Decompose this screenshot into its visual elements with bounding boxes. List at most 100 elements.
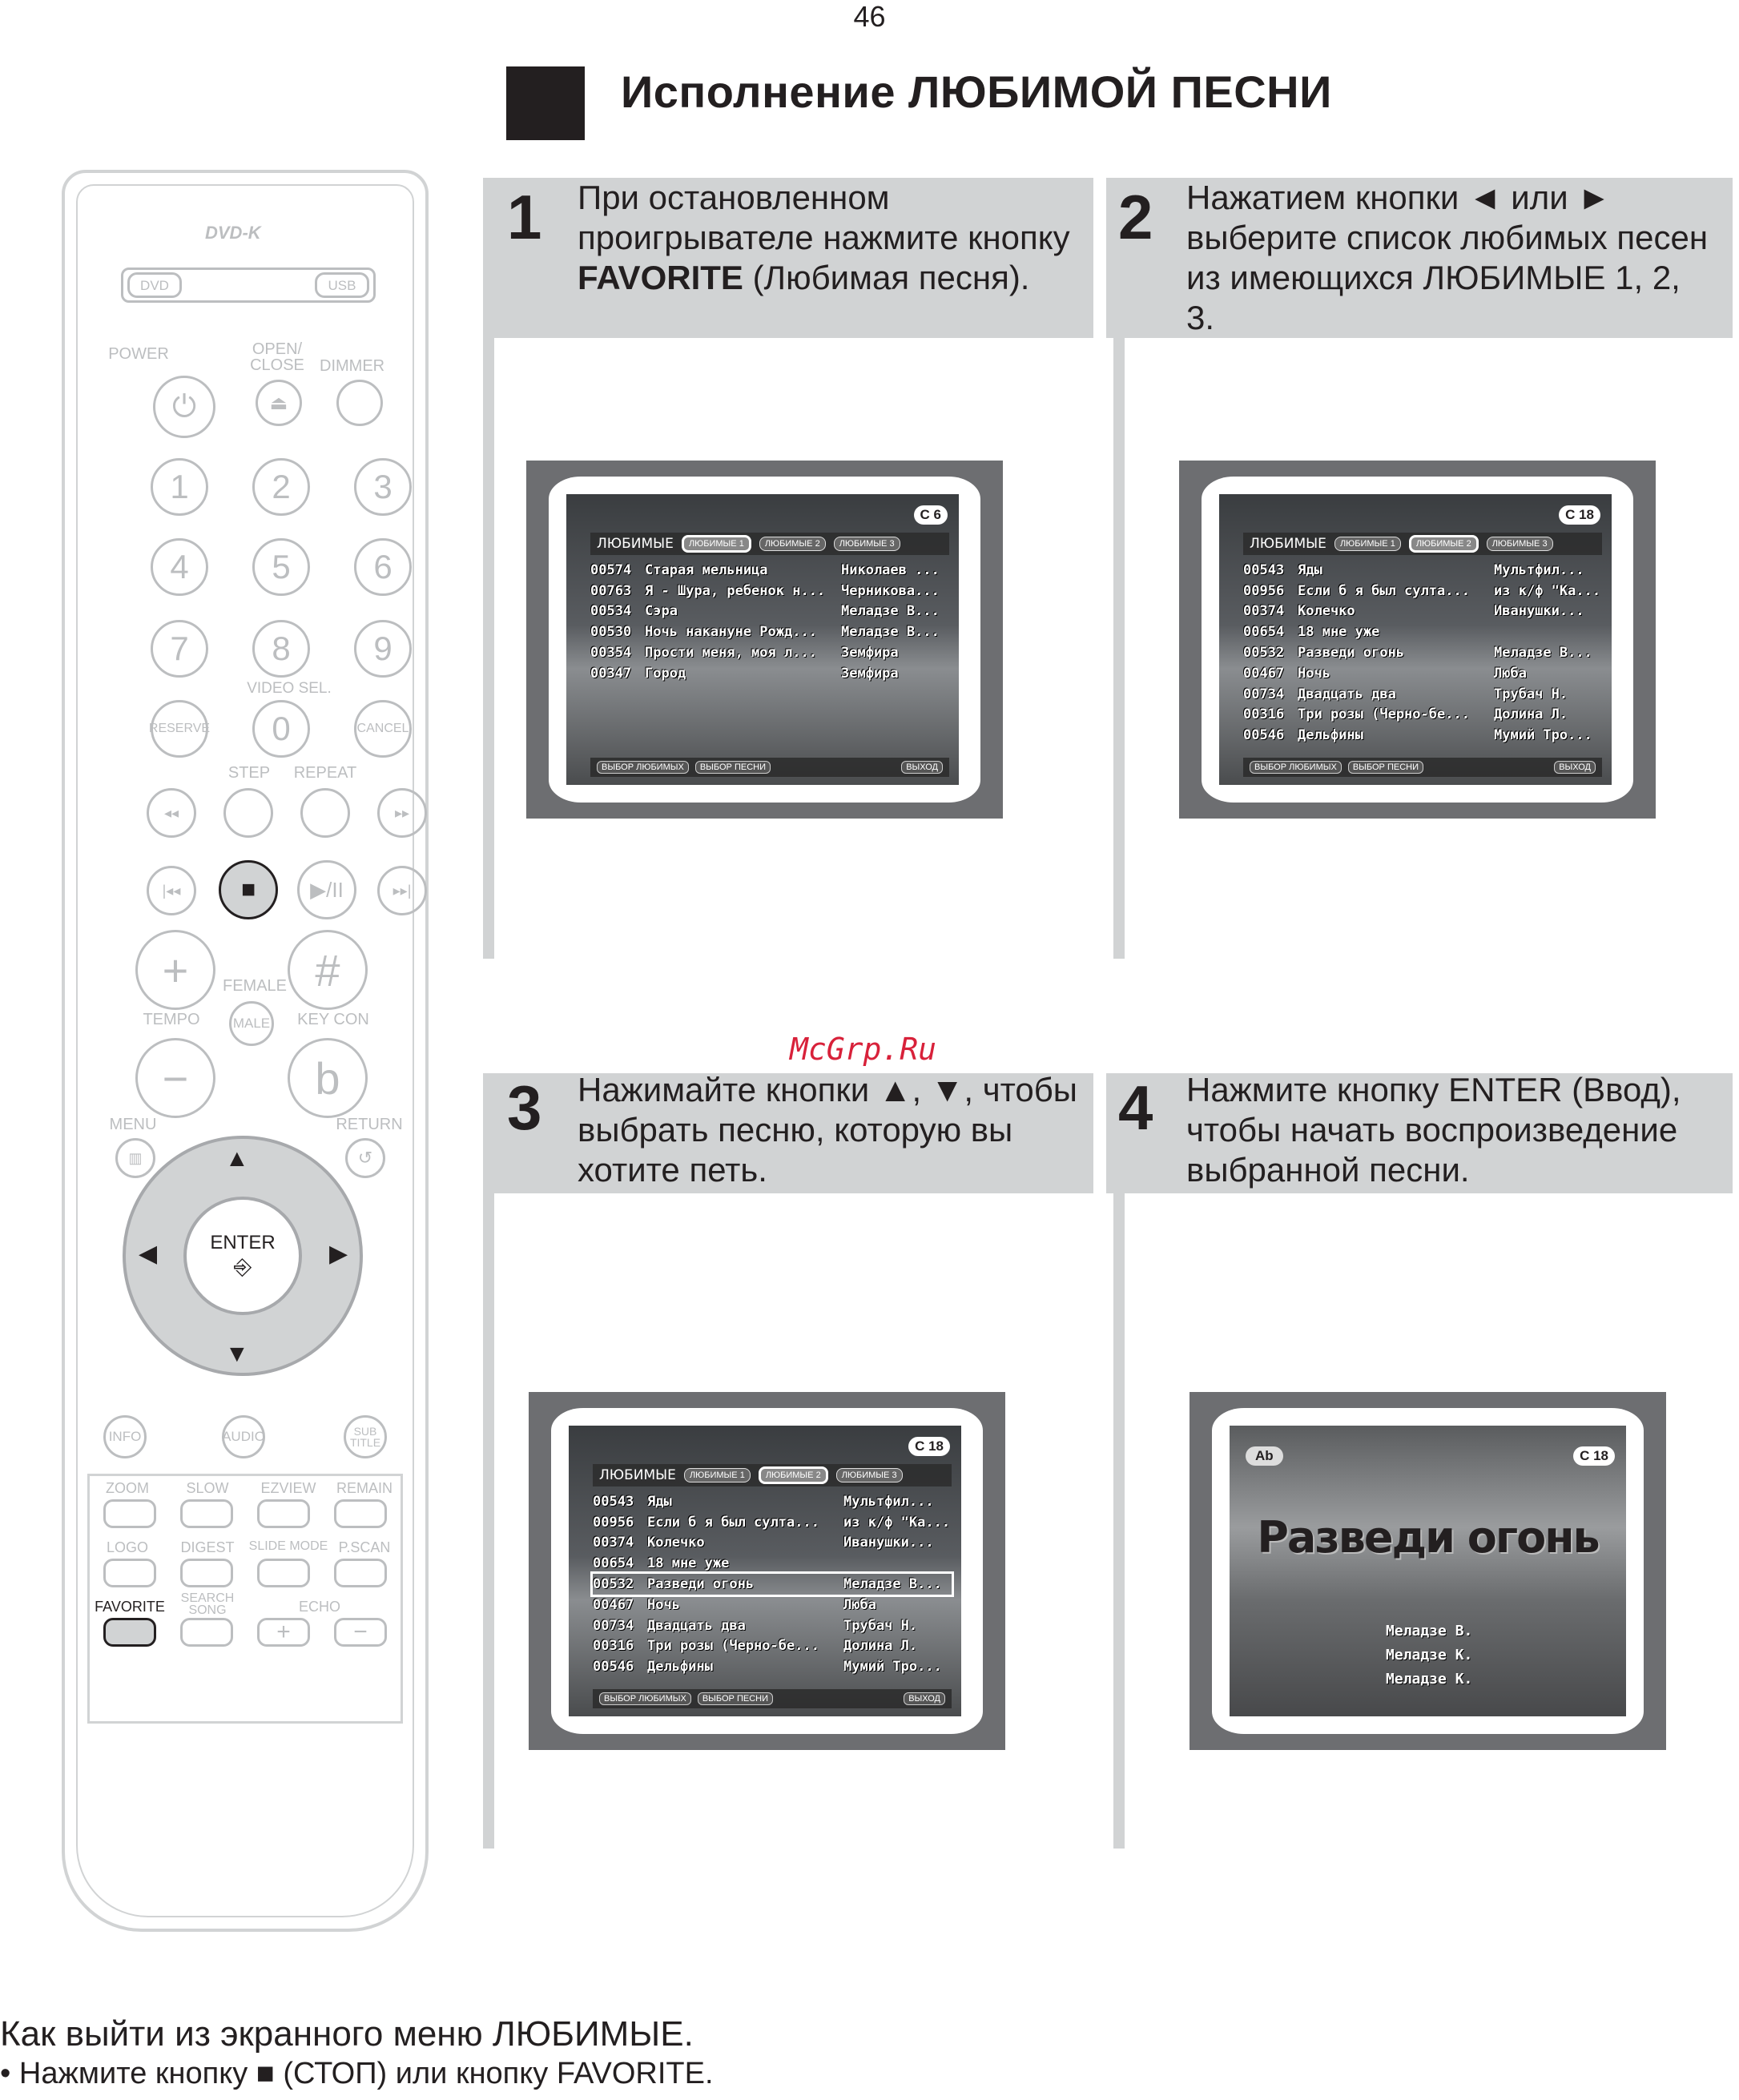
song-code: 00734 <box>1243 686 1285 702</box>
song-artist: Мультфил... <box>1494 561 1584 578</box>
digit-5-button[interactable]: 5 <box>252 538 310 596</box>
navigation-pad: ▲ ▼ ◀ ▶ ENTER ⎆ <box>123 1136 363 1376</box>
step-3-header: 3 Нажимайте кнопки ▲, ▼, чтобы выбрать п… <box>483 1071 1093 1193</box>
right-button[interactable]: ▶ <box>329 1240 348 1268</box>
return-icon: ↺ <box>357 1148 373 1168</box>
tab-favorites-1[interactable]: ЛЮБИМЫЕ 1 <box>681 535 751 553</box>
tab-favorites-2[interactable]: ЛЮБИМЫЕ 2 <box>1408 535 1479 553</box>
song-title: Старая мельница <box>645 561 768 578</box>
return-button[interactable]: ↺ <box>345 1138 385 1178</box>
tab-favorites-1[interactable]: ЛЮБИМЫЕ 1 <box>1334 537 1401 551</box>
usb-button[interactable]: USB <box>315 272 369 298</box>
tab-favorites-3[interactable]: ЛЮБИМЫЕ 3 <box>833 537 900 551</box>
reserve-button[interactable]: RESERVE <box>149 700 210 758</box>
digit-6-button[interactable]: 6 <box>354 538 412 596</box>
enter-button[interactable]: ENTER ⎆ <box>183 1197 302 1315</box>
channel-badge-3: C 18 <box>908 1437 950 1456</box>
digit-9-button[interactable]: 9 <box>354 620 412 678</box>
song-code: 00532 <box>593 1576 634 1593</box>
digit-4-button[interactable]: 4 <box>151 538 208 596</box>
prev-track-button[interactable]: |◂◂ <box>147 866 196 915</box>
key-sharp-button[interactable]: # <box>288 930 368 1010</box>
menu-label: MENU <box>109 1116 157 1133</box>
song-title: Если б я был султа... <box>1298 582 1470 599</box>
tab-favorites-2[interactable]: ЛЮБИМЫЕ 2 <box>759 537 826 551</box>
step-1-bar <box>483 338 494 959</box>
menu-button[interactable]: ▥ <box>115 1138 155 1178</box>
song-code: 00534 <box>590 603 632 620</box>
tempo-up-button[interactable]: + <box>135 930 215 1010</box>
next-track-button[interactable]: ▸▸| <box>377 866 427 915</box>
fast-forward-button[interactable]: ▸▸ <box>377 788 427 838</box>
up-button[interactable]: ▲ <box>225 1145 249 1173</box>
song-artist: Иванушки... <box>843 1535 934 1551</box>
open-close-button[interactable]: ⏏ <box>256 380 302 426</box>
favorites-header-1: ЛЮБИМЫЕ ЛЮБИМЫЕ 1 ЛЮБИМЫЕ 2 ЛЮБИМЫЕ 3 <box>590 533 949 555</box>
tab-favorites-1[interactable]: ЛЮБИМЫЕ 1 <box>683 1468 751 1482</box>
favorites-label-2: ЛЮБИМЫЕ <box>1250 536 1326 552</box>
digit-2-button[interactable]: 2 <box>252 458 310 516</box>
tv-screen-1: C 6 ЛЮБИМЫЕ ЛЮБИМЫЕ 1 ЛЮБИМЫЕ 2 ЛЮБИМЫЕ … <box>526 461 1003 819</box>
tab-favorites-2[interactable]: ЛЮБИМЫЕ 2 <box>758 1466 828 1484</box>
open-close-label: OPEN/ CLOSE <box>250 340 304 374</box>
footer-select-song: ВЫБОР ПЕСНИ <box>1347 761 1423 774</box>
dvd-button[interactable]: DVD <box>127 272 182 298</box>
down-button[interactable]: ▼ <box>225 1341 249 1368</box>
digit-0-button[interactable]: 0 <box>252 700 310 758</box>
power-button[interactable]: ⏻ <box>153 376 215 438</box>
tab-favorites-3[interactable]: ЛЮБИМЫЕ 3 <box>835 1468 903 1482</box>
usb-label: USB <box>328 278 356 293</box>
song-code: 00546 <box>1243 727 1285 744</box>
step-1-header: 1 При остановленном проигрывателе нажмит… <box>483 178 1093 338</box>
step-button[interactable] <box>223 788 273 838</box>
page-number: 46 <box>853 0 886 33</box>
cancel-button[interactable]: CANCEL <box>354 700 412 758</box>
digit-1-button[interactable]: 1 <box>151 458 208 516</box>
favorites-label-3: ЛЮБИМЫЕ <box>599 1467 676 1483</box>
digit-8-button[interactable]: 8 <box>252 620 310 678</box>
song-artist: Мумий Тро... <box>843 1659 942 1676</box>
digit-3-button[interactable]: 3 <box>354 458 412 516</box>
play-pause-button[interactable]: ▶/II <box>297 860 356 919</box>
step-2-number: 2 <box>1118 182 1153 252</box>
dimmer-button[interactable] <box>336 380 383 426</box>
stop-button[interactable]: ■ <box>219 860 278 919</box>
tempo-down-button[interactable]: − <box>135 1038 215 1118</box>
song-code: 00956 <box>593 1514 634 1531</box>
left-button[interactable]: ◀ <box>139 1240 157 1268</box>
digit-7-button[interactable]: 7 <box>151 620 208 678</box>
arrow-down-icon: ▼ <box>225 1341 249 1367</box>
tab-favorites-3[interactable]: ЛЮБИМЫЕ 3 <box>1486 537 1553 551</box>
male-button[interactable]: MALE <box>229 1001 274 1046</box>
page-title: Исполнение ЛЮБИМОЙ ПЕСНИ <box>621 66 1332 117</box>
rewind-button[interactable]: ◂◂ <box>147 788 196 838</box>
song-artist: Меладзе В... <box>1494 645 1592 662</box>
repeat-button[interactable] <box>300 788 350 838</box>
key-flat-button[interactable]: b <box>288 1038 368 1118</box>
